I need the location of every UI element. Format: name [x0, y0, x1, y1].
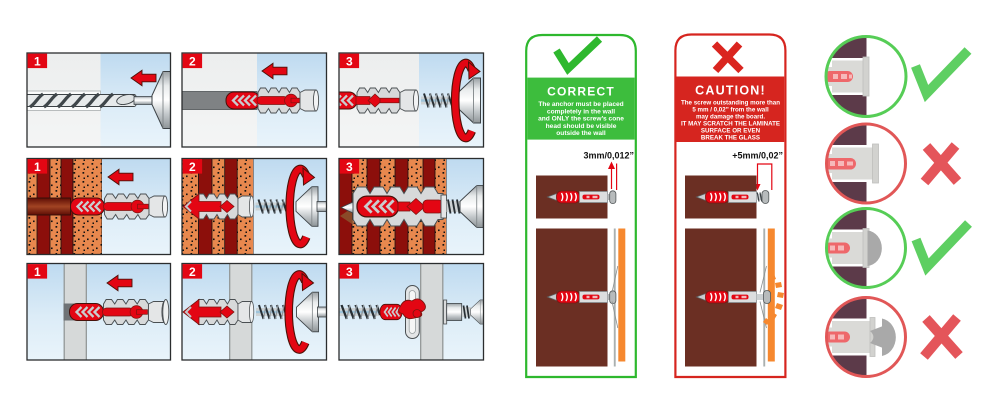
svg-text:CAUTION!: CAUTION! — [695, 84, 766, 98]
svg-text:and ONLY the screw’s cone: and ONLY the screw’s cone — [538, 116, 624, 123]
svg-text:3mm/0,012”: 3mm/0,012” — [583, 151, 634, 161]
svg-text:2: 2 — [189, 160, 196, 174]
svg-text:The anchor must be placed: The anchor must be placed — [538, 101, 623, 108]
svg-text:1: 1 — [34, 160, 41, 174]
svg-text:5 mm / 0,02” from the wall: 5 mm / 0,02” from the wall — [692, 107, 769, 114]
svg-text:3: 3 — [346, 265, 353, 279]
svg-text:3: 3 — [346, 54, 353, 68]
svg-text:may damage the board.: may damage the board. — [696, 114, 765, 121]
svg-text:+5mm/0,02”: +5mm/0,02” — [732, 151, 783, 161]
svg-text:head should be visible: head should be visible — [546, 123, 617, 130]
svg-text:2: 2 — [189, 265, 196, 279]
svg-text:The screw outstanding more tha: The screw outstanding more than — [681, 100, 780, 107]
svg-text:SURFACE OR EVEN: SURFACE OR EVEN — [701, 128, 761, 135]
svg-text:1: 1 — [34, 265, 41, 279]
svg-text:1: 1 — [34, 54, 41, 68]
svg-text:outside the wall: outside the wall — [556, 130, 606, 137]
svg-text:3: 3 — [346, 160, 353, 174]
svg-text:IT MAY SCRATCH THE LAMINATE: IT MAY SCRATCH THE LAMINATE — [681, 121, 780, 128]
svg-text:CORRECT: CORRECT — [547, 85, 615, 99]
svg-text:2: 2 — [189, 54, 196, 68]
svg-text:completely in the wall: completely in the wall — [547, 108, 615, 115]
svg-text:BREAK THE GLASS: BREAK THE GLASS — [701, 135, 760, 142]
